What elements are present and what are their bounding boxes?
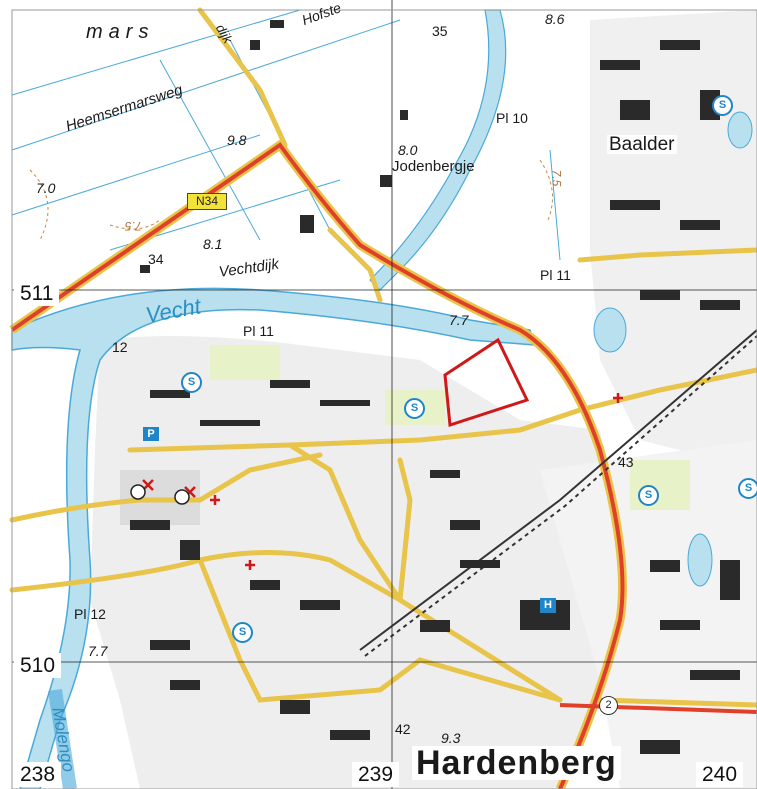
number-label: 35 xyxy=(432,23,448,39)
buildings xyxy=(130,20,740,754)
height-label: 9.3 xyxy=(441,730,461,746)
hospital-icon: H xyxy=(540,598,556,613)
molengoot-stream xyxy=(48,688,77,789)
school-icon: S xyxy=(712,95,733,116)
pond xyxy=(687,533,713,587)
school-icon: S xyxy=(738,478,757,499)
number-label: 43 xyxy=(618,454,634,470)
height-label: 8.6 xyxy=(545,11,565,27)
highlighted-area xyxy=(443,337,530,428)
parking-icon: P xyxy=(143,427,159,441)
pond xyxy=(593,307,627,353)
main-road-n34-core xyxy=(10,142,625,789)
grid-label-northing: 510 xyxy=(14,653,62,678)
polder-label: Pl 11 xyxy=(243,323,274,339)
church-symbols xyxy=(142,393,623,570)
grid-label-easting: 238 xyxy=(14,762,62,787)
school-icon: S xyxy=(638,485,659,506)
place-label-jodenbergje: Jodenbergje xyxy=(392,158,475,175)
number-label: 42 xyxy=(395,721,411,737)
polder-label: Pl 10 xyxy=(496,110,528,126)
railway xyxy=(359,329,757,657)
green-area xyxy=(210,345,280,380)
road-badge-n34: N34 xyxy=(187,193,228,211)
route-badge: 2 xyxy=(599,696,618,715)
polder-label: Pl 12 xyxy=(74,606,106,622)
number-label: 12 xyxy=(112,339,128,355)
height-label: 8.1 xyxy=(203,236,223,252)
grid-label-northing: 511 xyxy=(14,281,60,306)
school-icon: S xyxy=(404,398,425,419)
green-area xyxy=(630,460,690,510)
number-label: 34 xyxy=(148,251,164,267)
school-icon: S xyxy=(181,372,202,393)
grid-label-easting: 240 xyxy=(696,762,744,787)
school-icon: S xyxy=(232,622,253,643)
main-road-east xyxy=(559,703,757,714)
grid-lines xyxy=(12,0,757,789)
local-roads xyxy=(9,7,757,708)
height-label: 9.8 xyxy=(227,132,247,148)
height-label: 7.0 xyxy=(36,180,56,196)
landmark-circle xyxy=(174,489,190,505)
polder-label: Pl 11 xyxy=(540,267,571,283)
contour-label: 7.5 xyxy=(125,219,142,233)
urban-area-north xyxy=(590,10,757,470)
town-label-hardenberg: Hardenberg xyxy=(412,746,621,780)
grid-label-easting: 239 xyxy=(352,762,400,787)
pond xyxy=(727,111,753,149)
place-label-baalder: Baalder xyxy=(607,134,677,155)
height-label: 7.7 xyxy=(88,643,108,659)
contour-label: 7.5 xyxy=(549,169,564,187)
ditches xyxy=(11,9,561,261)
height-label: 7.7 xyxy=(449,312,469,328)
height-label: 8.0 xyxy=(398,142,418,158)
contours xyxy=(29,159,553,241)
landmark-circle xyxy=(130,484,146,500)
region-label-mars: mars xyxy=(86,21,155,43)
